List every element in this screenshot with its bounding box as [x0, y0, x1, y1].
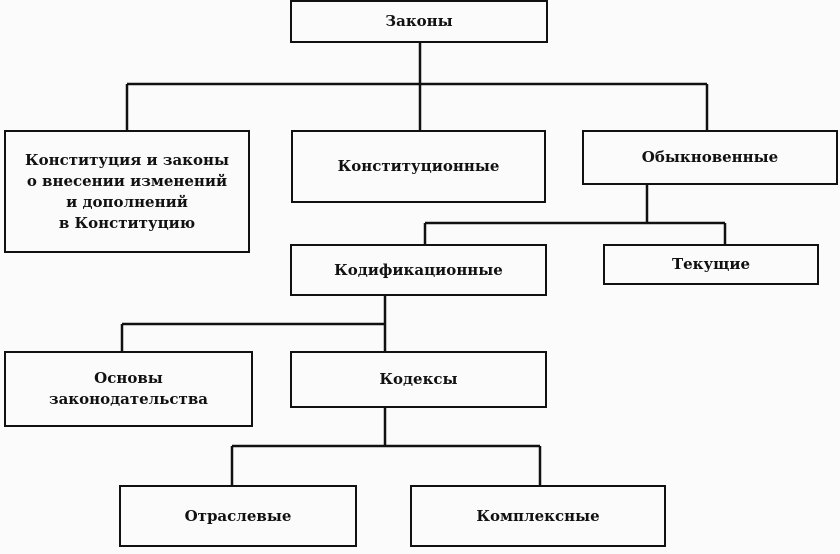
node-constitutional: Конституционные: [291, 130, 546, 203]
node-constitution-and-amendment-laws: Конституция и законы о внесении изменени…: [4, 130, 250, 253]
node-laws: Законы: [290, 0, 548, 43]
node-label: Конституционные: [337, 157, 500, 175]
node-label: Комплексные: [476, 506, 600, 525]
node-label: Отраслевые: [184, 506, 292, 525]
node-ordinary: Обыкновенные: [582, 130, 838, 185]
node-label: Обыкновенные: [641, 148, 779, 166]
node-label: Законы: [385, 12, 453, 30]
node-fundamentals-of-legislation: Основы законодательства: [4, 351, 253, 427]
node-label: Конституция и законы о внесении изменени…: [24, 150, 230, 232]
node-label: Основы законодательства: [49, 369, 208, 408]
node-codification: Кодификационные: [290, 244, 547, 296]
node-label: Кодексы: [379, 370, 458, 388]
node-sectoral: Отраслевые: [119, 485, 357, 547]
node-complex: Комплексные: [410, 485, 666, 547]
node-current: Текущие: [603, 244, 819, 285]
node-label: Кодификационные: [334, 260, 503, 279]
node-label: Текущие: [671, 255, 751, 273]
node-codes: Кодексы: [290, 351, 547, 408]
